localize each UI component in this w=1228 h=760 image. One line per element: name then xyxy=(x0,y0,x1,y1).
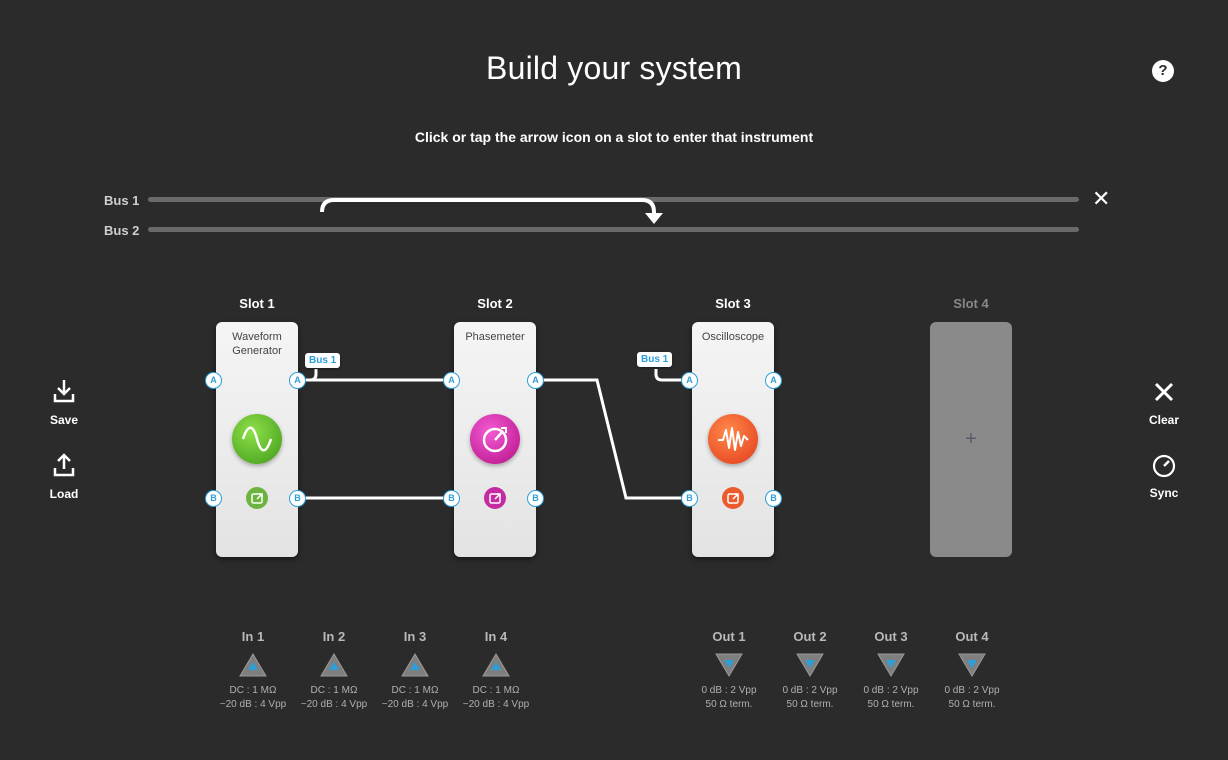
slot-2-card[interactable]: Phasemeter xyxy=(454,322,536,557)
slot-1-out-a-port[interactable]: A xyxy=(289,372,306,389)
slot-2-instrument-name: Phasemeter xyxy=(465,331,525,343)
download-icon xyxy=(53,380,75,403)
bus-route-arrow xyxy=(645,213,663,224)
slot-3-instrument-name: Oscilloscope xyxy=(701,331,765,343)
enter-slot-3-icon[interactable] xyxy=(722,487,744,509)
output-1-name: Out 1 xyxy=(712,629,746,644)
bus-2-line[interactable] xyxy=(148,227,1079,232)
bus-2-label: Bus 2 xyxy=(104,223,140,238)
slot-2-in-a-port[interactable]: A xyxy=(443,372,460,389)
gauge-icon[interactable] xyxy=(470,414,520,464)
input-4: In 4 DC : 1 MΩ −20 dB : 4 Vpp xyxy=(456,629,536,712)
output-1: Out 1 0 dB : 2 Vpp 50 Ω term. xyxy=(689,629,769,712)
input-1-name: In 1 xyxy=(241,629,265,644)
slot-2-label: Slot 2 xyxy=(477,296,513,311)
output-4-name: Out 4 xyxy=(955,629,989,644)
input-1-spec-2: −20 dB : 4 Vpp xyxy=(219,699,287,710)
page-title: Build your system xyxy=(486,50,742,86)
input-2-triangle-icon[interactable] xyxy=(319,652,349,678)
output-3-spec-1: 0 dB : 2 Vpp xyxy=(863,685,919,696)
load-label: Load xyxy=(49,487,79,501)
input-1: In 1 DC : 1 MΩ −20 dB : 4 Vpp xyxy=(213,629,293,712)
input-4-triangle-icon[interactable] xyxy=(481,652,511,678)
output-2-triangle-icon[interactable] xyxy=(795,652,825,678)
bus-tag-slot-1-out[interactable]: Bus 1 xyxy=(305,353,341,368)
output-1-triangle-icon[interactable] xyxy=(714,652,744,678)
input-2-spec-2: −20 dB : 4 Vpp xyxy=(300,699,368,710)
output-3-name: Out 3 xyxy=(874,629,908,644)
output-2: Out 2 0 dB : 2 Vpp 50 Ω term. xyxy=(770,629,850,712)
wire-slot2a-slot3b xyxy=(543,378,690,500)
bus-1-label: Bus 1 xyxy=(104,193,140,208)
slot-3-label: Slot 3 xyxy=(715,296,751,311)
slot-3-in-b-port[interactable]: B xyxy=(681,490,698,507)
input-3-name: In 3 xyxy=(403,629,427,644)
input-2-name: In 2 xyxy=(322,629,346,644)
slot-1-out-b-port[interactable]: B xyxy=(289,490,306,507)
bus-tag-slot-3-in[interactable]: Bus 1 xyxy=(637,352,673,367)
output-4-spec-2: 50 Ω term. xyxy=(948,699,996,710)
bus-tag-link-1 xyxy=(309,369,318,382)
waveform-icon[interactable] xyxy=(708,414,758,464)
page-subtitle: Click or tap the arrow icon on a slot to… xyxy=(414,129,814,145)
input-3-spec-1: DC : 1 MΩ xyxy=(391,685,439,696)
input-4-spec-1: DC : 1 MΩ xyxy=(472,685,520,696)
close-icon xyxy=(1154,382,1174,402)
input-4-name: In 4 xyxy=(484,629,508,644)
slot-1-in-b-port[interactable]: B xyxy=(205,490,222,507)
slot-3-out-a-port[interactable]: A xyxy=(765,372,782,389)
enter-slot-1-icon[interactable] xyxy=(246,487,268,509)
bus-tag-link-2 xyxy=(654,369,690,382)
help-icon[interactable]: ? xyxy=(1152,60,1174,82)
upload-icon xyxy=(53,453,75,477)
slot-2-in-b-port[interactable]: B xyxy=(443,490,460,507)
slot-4-card-empty[interactable]: + xyxy=(930,322,1012,557)
close-bus-icon[interactable]: ✕ xyxy=(1092,186,1111,211)
slot-3-out-b-port[interactable]: B xyxy=(765,490,782,507)
slot-2-out-b-port[interactable]: B xyxy=(527,490,544,507)
output-1-spec-1: 0 dB : 2 Vpp xyxy=(701,685,757,696)
output-4-triangle-icon[interactable] xyxy=(957,652,987,678)
slot-3-card[interactable]: Oscilloscope xyxy=(692,322,774,557)
clear-button[interactable]: Clear xyxy=(1134,380,1194,427)
bus-route-wire xyxy=(320,198,656,216)
sync-button[interactable]: Sync xyxy=(1134,453,1194,500)
save-button[interactable]: Save xyxy=(34,378,94,427)
output-2-spec-2: 50 Ω term. xyxy=(786,699,834,710)
input-1-triangle-icon[interactable] xyxy=(238,652,268,678)
output-3-triangle-icon[interactable] xyxy=(876,652,906,678)
save-label: Save xyxy=(49,413,79,427)
sync-label: Sync xyxy=(1149,486,1179,500)
output-4-spec-1: 0 dB : 2 Vpp xyxy=(944,685,1000,696)
input-3-spec-2: −20 dB : 4 Vpp xyxy=(381,699,449,710)
input-2: In 2 DC : 1 MΩ −20 dB : 4 Vpp xyxy=(294,629,374,712)
input-3: In 3 DC : 1 MΩ −20 dB : 4 Vpp xyxy=(375,629,455,712)
input-2-spec-1: DC : 1 MΩ xyxy=(310,685,358,696)
slot-2-out-a-port[interactable]: A xyxy=(527,372,544,389)
slot-4-label: Slot 4 xyxy=(953,296,989,311)
output-3-spec-2: 50 Ω term. xyxy=(867,699,915,710)
output-2-name: Out 2 xyxy=(793,629,827,644)
slot-1-card[interactable]: Waveform Generator xyxy=(216,322,298,557)
add-instrument-icon[interactable]: + xyxy=(965,428,977,450)
input-3-triangle-icon[interactable] xyxy=(400,652,430,678)
input-1-spec-1: DC : 1 MΩ xyxy=(229,685,277,696)
slot-1-instrument-name: Waveform Generator xyxy=(232,331,282,357)
enter-slot-2-icon[interactable] xyxy=(484,487,506,509)
slot-3-in-a-port[interactable]: A xyxy=(681,372,698,389)
output-1-spec-2: 50 Ω term. xyxy=(705,699,753,710)
input-4-spec-2: −20 dB : 4 Vpp xyxy=(462,699,530,710)
slot-1-in-a-port[interactable]: A xyxy=(205,372,222,389)
output-2-spec-1: 0 dB : 2 Vpp xyxy=(782,685,838,696)
slot-1-label: Slot 1 xyxy=(239,296,275,311)
output-4: Out 4 0 dB : 2 Vpp 50 Ω term. xyxy=(932,629,1012,712)
output-3: Out 3 0 dB : 2 Vpp 50 Ω term. xyxy=(851,629,931,712)
clear-label: Clear xyxy=(1148,413,1180,427)
load-button[interactable]: Load xyxy=(34,452,94,501)
sine-wave-icon[interactable] xyxy=(232,414,282,464)
gauge-icon xyxy=(1152,454,1176,478)
